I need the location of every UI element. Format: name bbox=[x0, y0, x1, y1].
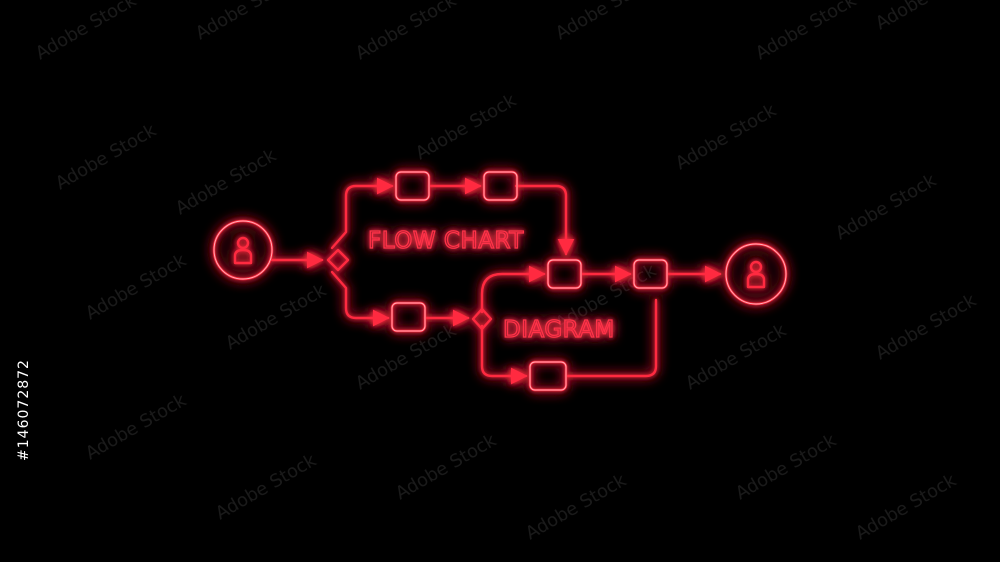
process-box-mid-left bbox=[390, 301, 427, 333]
watermark-text: Adobe Stock bbox=[552, 0, 660, 44]
watermark-text: Adobe Stock bbox=[732, 430, 840, 505]
person-icon bbox=[233, 236, 253, 265]
diagram-label: DIAGRAM bbox=[503, 317, 615, 343]
decision-nodes bbox=[326, 248, 493, 331]
person-icon bbox=[746, 260, 766, 289]
watermark-text: Adobe Stock bbox=[352, 0, 460, 64]
neon-flowchart: FLOW CHART DIAGRAM bbox=[212, 170, 788, 392]
neon-core-layer bbox=[213, 171, 787, 391]
watermark-text: Adobe Stock bbox=[752, 0, 860, 64]
connector-decision-down bbox=[330, 270, 390, 327]
watermark-text: Adobe Stock bbox=[872, 290, 980, 365]
watermark-text: Adobe Stock bbox=[682, 320, 790, 395]
watermark-text: Adobe Stock bbox=[412, 90, 520, 165]
watermark-text: Adobe Stock bbox=[32, 0, 140, 64]
connector-decision2-down bbox=[480, 324, 528, 385]
watermark-text: Adobe Stock bbox=[222, 280, 330, 355]
decision-diamond-1 bbox=[326, 248, 350, 272]
stock-id-label: #146072872 bbox=[12, 320, 36, 500]
watermark-text: Adobe Stock bbox=[872, 0, 980, 34]
process-box-top-2 bbox=[482, 170, 519, 202]
connector-decision2-up bbox=[480, 265, 546, 314]
start-node-core bbox=[213, 220, 273, 280]
process-box-merge bbox=[546, 258, 583, 290]
watermark-text: Adobe Stock bbox=[172, 145, 280, 220]
process-box-core bbox=[529, 361, 567, 391]
process-box-top-1 bbox=[394, 170, 431, 202]
process-box-core bbox=[483, 171, 518, 201]
watermark-text: Adobe Stock bbox=[832, 170, 940, 245]
watermark-layer: Adobe Stock Adobe Stock Adobe Stock Adob… bbox=[32, 0, 980, 544]
connector-top-box2-down bbox=[514, 184, 575, 256]
flow-chart-label: FLOW CHART bbox=[368, 228, 524, 254]
watermark-text: Adobe Stock bbox=[852, 470, 960, 545]
process-box-core bbox=[547, 259, 582, 289]
process-box-core bbox=[391, 302, 426, 332]
connector-decision-up bbox=[330, 177, 394, 250]
process-box-bottom bbox=[528, 360, 568, 392]
watermark-text: Adobe Stock bbox=[82, 250, 190, 325]
watermark-text: Adobe Stock bbox=[192, 0, 300, 44]
process-box-core bbox=[395, 171, 430, 201]
watermark-text: Adobe Stock bbox=[82, 390, 190, 465]
watermark-text: Adobe Stock bbox=[522, 470, 630, 545]
stock-id-text: #146072872 bbox=[16, 359, 32, 461]
decision-diamond-2 bbox=[471, 307, 493, 331]
connectors bbox=[270, 177, 722, 385]
watermark-text: Adobe Stock bbox=[52, 120, 160, 195]
connector-bottom-box-up bbox=[564, 298, 658, 378]
watermark-text: Adobe Stock bbox=[392, 430, 500, 505]
watermark-text: Adobe Stock bbox=[672, 100, 780, 175]
process-box-core bbox=[633, 259, 668, 289]
watermark-text: Adobe Stock bbox=[212, 450, 320, 525]
end-node-core bbox=[725, 243, 787, 305]
